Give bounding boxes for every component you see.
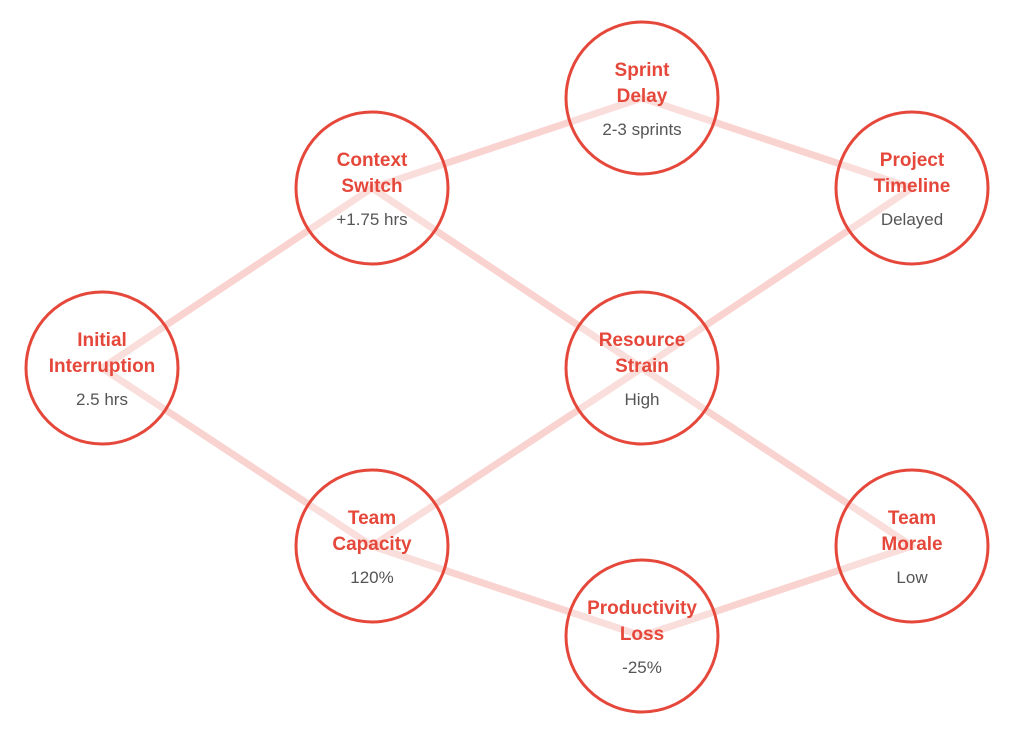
- edge-resource-strain-to-team-morale: [638, 364, 916, 550]
- node-value: Delayed: [881, 210, 943, 229]
- node-value: 2-3 sprints: [602, 120, 681, 139]
- node-value: 2.5 hrs: [76, 390, 128, 409]
- node-title-line: Switch: [341, 176, 402, 197]
- node-title-line: Context: [337, 150, 408, 171]
- node-title-line: Capacity: [332, 534, 412, 555]
- edge-resource-strain-to-project-timeline: [638, 184, 916, 372]
- node-value: 120%: [350, 568, 393, 587]
- node-circle: [564, 558, 720, 714]
- edge-initial-interruption-to-context-switch: [98, 184, 376, 372]
- node-value: High: [625, 390, 660, 409]
- edge-productivity-loss-to-team-morale: [638, 542, 916, 640]
- edge-context-switch-to-resource-strain: [368, 184, 646, 372]
- node-circle: [294, 468, 450, 624]
- node-title-line: Delay: [617, 86, 668, 107]
- node-title-line: Team: [888, 508, 936, 529]
- node-circle: [834, 110, 990, 266]
- node-title-line: Project: [880, 150, 945, 171]
- node-title-line: Interruption: [49, 356, 156, 377]
- node-title-line: Timeline: [874, 176, 951, 197]
- node-circle: [24, 290, 180, 446]
- node-value: +1.75 hrs: [336, 210, 407, 229]
- node-circle: [564, 20, 720, 176]
- edge-context-switch-to-sprint-delay: [368, 94, 646, 192]
- node-value: Low: [896, 568, 928, 587]
- node-title-line: Resource: [599, 330, 686, 351]
- node-value: -25%: [622, 658, 662, 677]
- node-title-line: Initial: [77, 330, 127, 351]
- edges-layer: [98, 94, 916, 640]
- edge-team-capacity-to-productivity-loss: [368, 542, 646, 640]
- node-title-line: Loss: [620, 624, 664, 645]
- node-title-line: Morale: [881, 534, 942, 555]
- node-circle: [564, 290, 720, 446]
- edge-sprint-delay-to-project-timeline: [638, 94, 916, 192]
- node-title-line: Strain: [615, 356, 669, 377]
- node-title-line: Productivity: [587, 598, 697, 619]
- edge-initial-interruption-to-team-capacity: [98, 364, 376, 550]
- node-circle: [834, 468, 990, 624]
- node-title-line: Team: [348, 508, 396, 529]
- node-circle: [294, 110, 450, 266]
- edge-team-capacity-to-resource-strain: [368, 364, 646, 550]
- node-title-line: Sprint: [615, 60, 671, 81]
